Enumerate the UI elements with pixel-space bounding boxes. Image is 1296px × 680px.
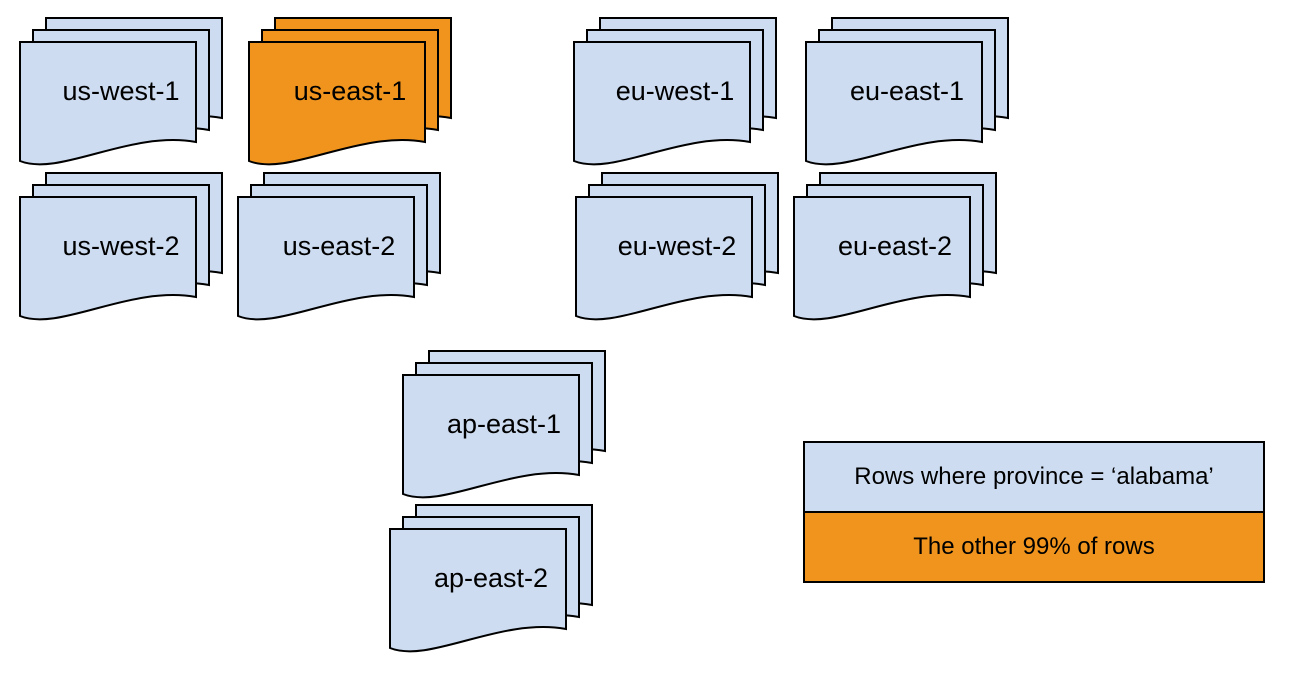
region-document-stack-us-west-1: us-west-1	[19, 17, 223, 170]
legend-item-label: The other 99% of rows	[913, 533, 1155, 560]
document-sheet-icon	[793, 196, 971, 321]
document-sheet-icon	[575, 196, 753, 321]
legend-item-label: Rows where province = ‘alabama’	[854, 463, 1214, 490]
region-document-stack-eu-east-1: eu-east-1	[805, 17, 1009, 170]
region-document-stack-eu-east-2: eu-east-2	[793, 172, 997, 325]
document-sheet-icon	[248, 41, 426, 166]
legend-item-alabama-rows: Rows where province = ‘alabama’	[805, 443, 1263, 511]
document-sheet-icon	[19, 41, 197, 166]
region-document-stack-us-east-1: us-east-1	[248, 17, 452, 170]
region-document-stack-eu-west-2: eu-west-2	[575, 172, 779, 325]
region-document-stack-us-west-2: us-west-2	[19, 172, 223, 325]
document-sheet-icon	[19, 196, 197, 321]
legend-item-other-rows: The other 99% of rows	[805, 511, 1263, 581]
legend: Rows where province = ‘alabama’ The othe…	[803, 441, 1265, 583]
region-document-stack-ap-east-2: ap-east-2	[389, 504, 593, 657]
document-sheet-icon	[402, 374, 580, 499]
document-sheet-icon	[237, 196, 415, 321]
region-document-stack-eu-west-1: eu-west-1	[573, 17, 777, 170]
document-sheet-icon	[389, 528, 567, 653]
document-sheet-icon	[573, 41, 751, 166]
document-sheet-icon	[805, 41, 983, 166]
region-document-stack-us-east-2: us-east-2	[237, 172, 441, 325]
region-document-stack-ap-east-1: ap-east-1	[402, 350, 606, 503]
